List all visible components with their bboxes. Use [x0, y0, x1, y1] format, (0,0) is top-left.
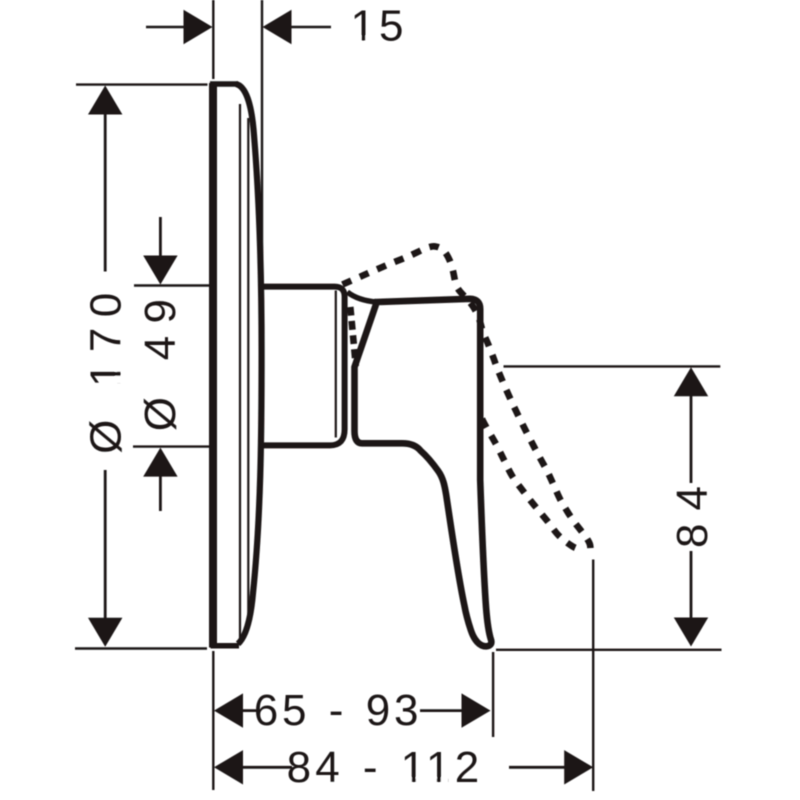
svg-text:84 - 112: 84 - 112 — [287, 743, 484, 792]
svg-text:Ø 170: Ø 170 — [82, 283, 131, 454]
svg-text:65 - 93: 65 - 93 — [254, 686, 423, 735]
svg-text:15: 15 — [351, 1, 408, 50]
svg-text:Ø 49: Ø 49 — [136, 287, 185, 432]
svg-text:84: 84 — [668, 473, 717, 548]
